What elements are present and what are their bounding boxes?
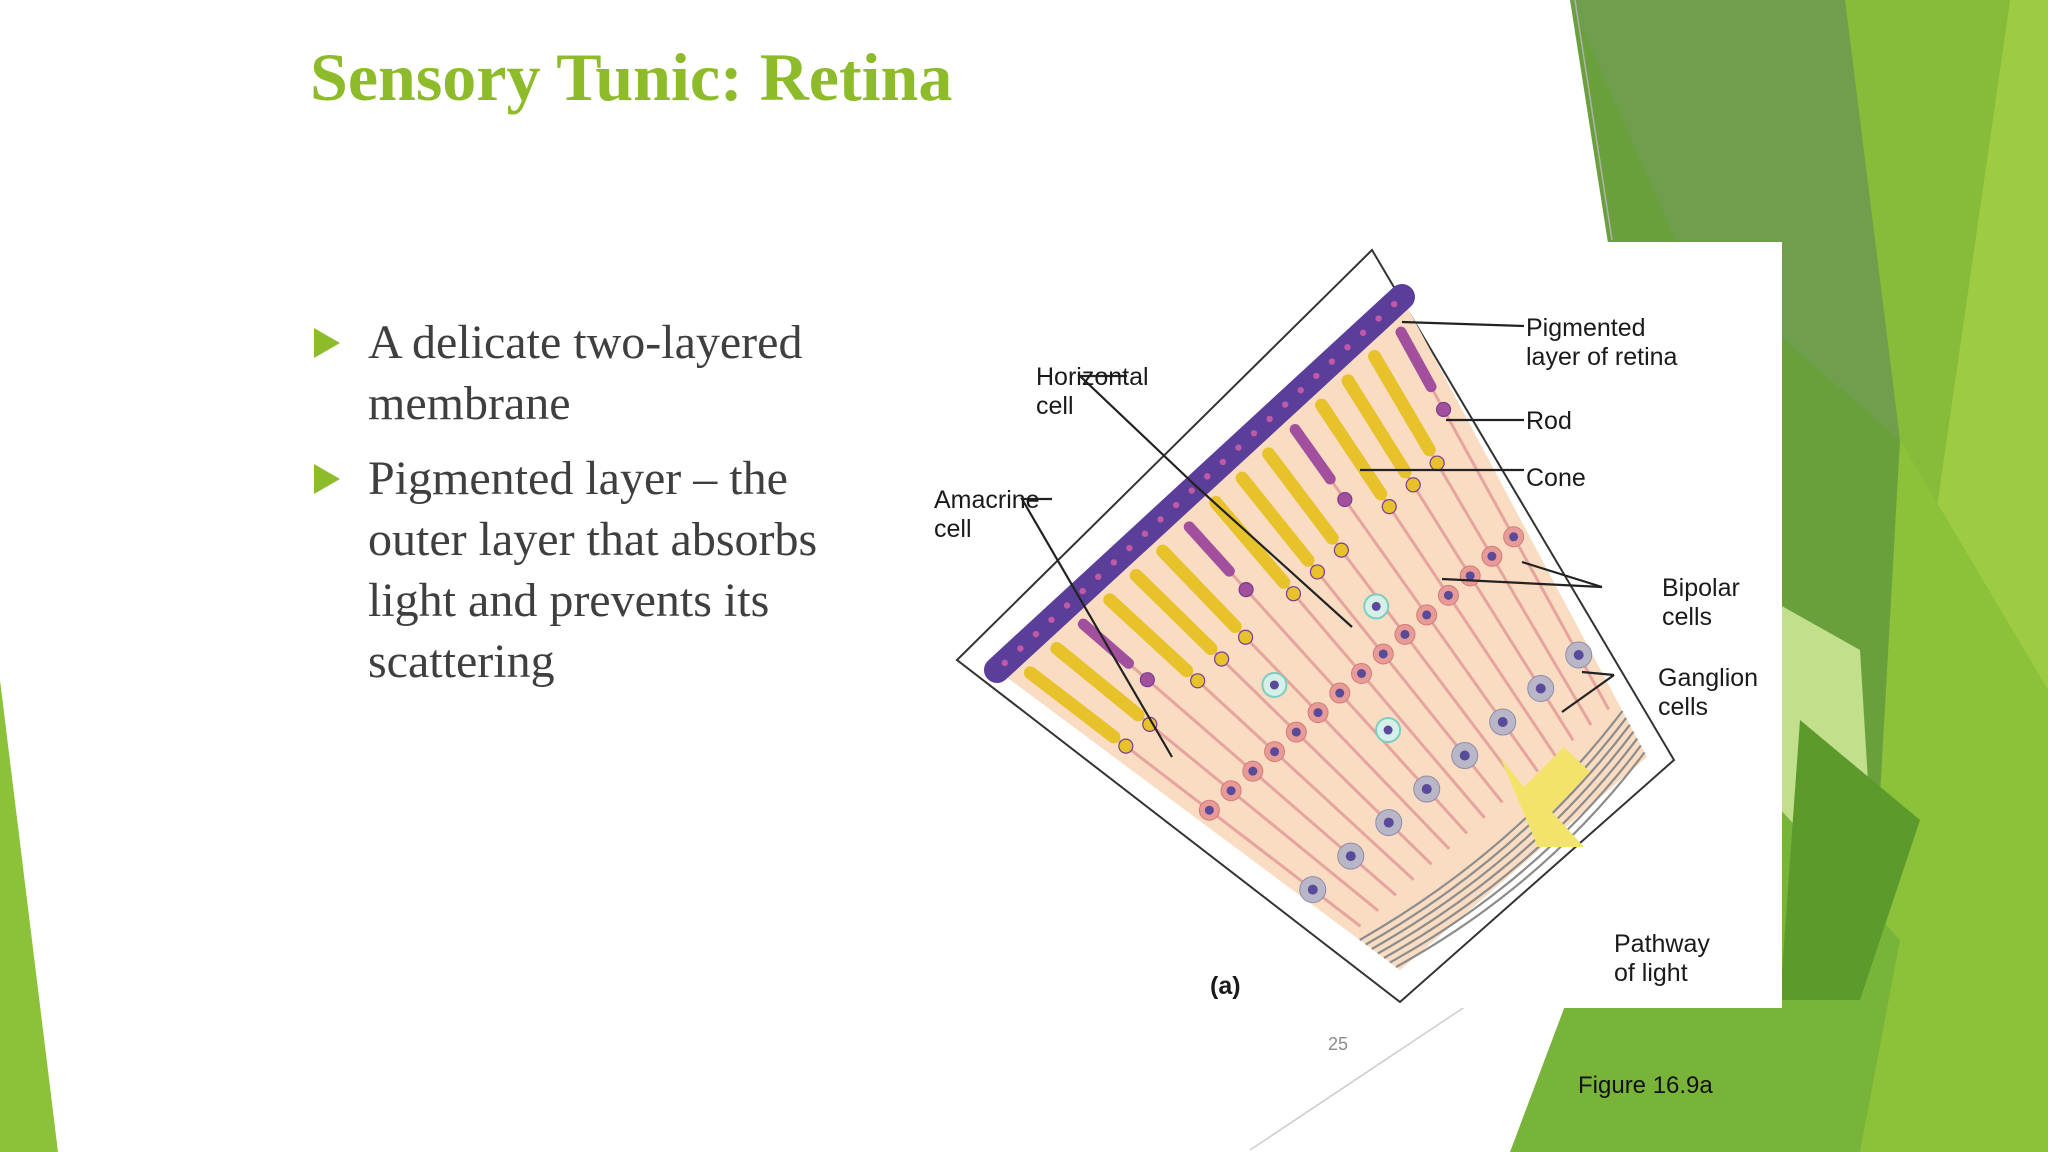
bullet-text: Pigmented layer – the outer layer that a…: [368, 452, 818, 688]
nerve-fibers: [1359, 710, 1646, 968]
triangle-bullet-icon: [314, 464, 340, 494]
retina-tissue-section: [955, 248, 1676, 1004]
slide-title: Sensory Tunic: Retina: [310, 39, 953, 115]
leader-lines: [1020, 320, 1615, 758]
label-rod: Rod: [1526, 407, 1572, 435]
triangle-bullet-icon: [314, 328, 340, 358]
bullet-list: A delicate two-layered membrane Pigmente…: [310, 312, 830, 706]
bullet-item: A delicate two-layered membrane: [310, 312, 830, 434]
bullet-text: A delicate two-layered membrane: [368, 316, 803, 430]
panel-label: (a): [1210, 972, 1241, 1000]
bullet-item: Pigmented layer – the outer layer that a…: [310, 448, 830, 692]
figure-caption: Figure 16.9a: [1578, 1072, 1713, 1099]
page-number: 25: [1327, 1034, 1349, 1054]
pigment-epithelium: [1001, 300, 1398, 667]
retina-cells: [1023, 326, 1611, 928]
light-arrow-icon: [1500, 747, 1590, 847]
label-cone: Cone: [1526, 464, 1586, 492]
